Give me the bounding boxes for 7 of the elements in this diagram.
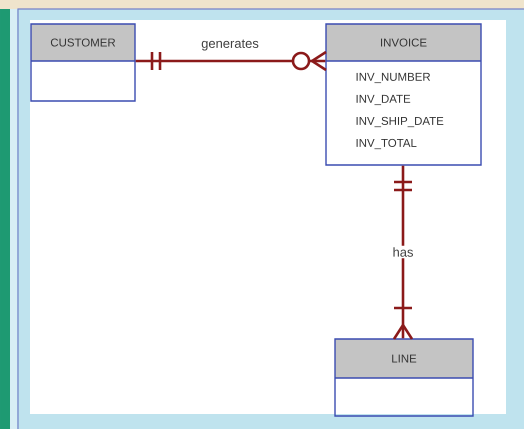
entity-box: INVOICE INV_NUMBER INV_DATE INV_SHIP_DATE INV_TOTAL: [325, 23, 482, 166]
relationship-line: [392, 166, 414, 340]
edge-label: has: [391, 246, 415, 258]
edge-label: generates: [200, 38, 260, 52]
relationship-line: [136, 50, 327, 72]
entity-box: LINE: [334, 338, 474, 417]
entity-box: CUSTOMER: [30, 23, 136, 102]
